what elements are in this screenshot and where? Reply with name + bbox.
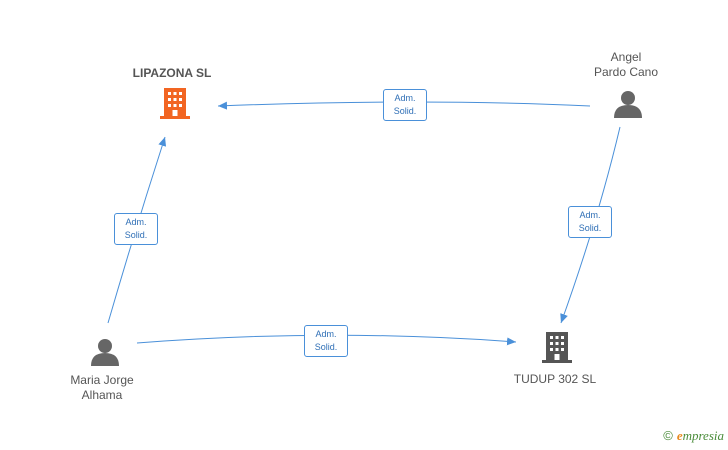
copyright-icon: © — [663, 428, 673, 443]
edge-role-line2: Solid. — [124, 230, 148, 240]
edge-role-line2: Solid. — [393, 106, 417, 116]
building-icon[interactable] — [160, 88, 190, 119]
person-label-angel[interactable]: Angel Pardo Cano — [593, 50, 659, 79]
edge-role-line2: Solid. — [578, 223, 602, 233]
person-icon[interactable] — [91, 339, 119, 366]
edge-role-badge: Adm. Solid. — [568, 206, 612, 238]
company-label-lipazona[interactable]: LIPAZONA SL — [132, 66, 212, 80]
company-label-tudup[interactable]: TUDUP 302 SL — [513, 372, 597, 386]
brand-watermark: ©empresia — [663, 428, 724, 444]
edge-role-line1: Adm. — [125, 217, 147, 227]
edge-role-line1: Adm. — [579, 210, 601, 220]
edge-role-badge: Adm. Solid. — [383, 89, 427, 121]
edge-role-line1: Adm. — [394, 93, 416, 103]
brand-initial: e — [676, 428, 683, 443]
edge-role-badge: Adm. Solid. — [304, 325, 348, 357]
edge-role-badge: Adm. Solid. — [114, 213, 158, 245]
person-label-maria[interactable]: Maria Jorge Alhama — [70, 373, 134, 402]
building-icon[interactable] — [542, 332, 572, 363]
person-icon[interactable] — [614, 91, 642, 118]
edge-role-line2: Solid. — [314, 342, 338, 352]
edge-role-line1: Adm. — [315, 329, 337, 339]
brand-name: mpresia — [682, 428, 724, 443]
